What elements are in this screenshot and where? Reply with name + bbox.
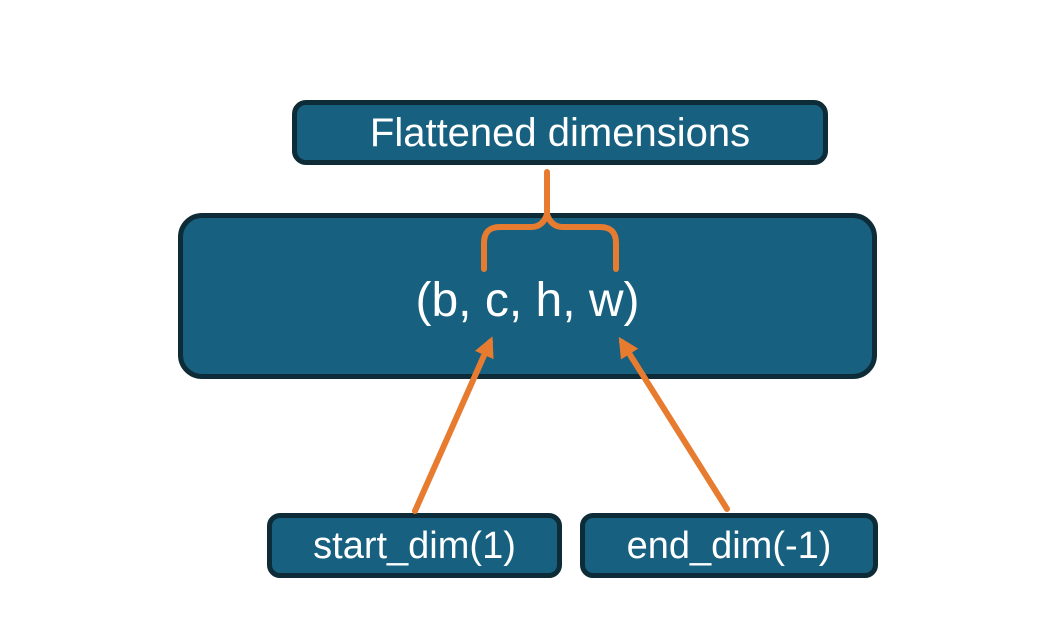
- start-dim-label: start_dim(1): [313, 524, 516, 567]
- end-dim-label: end_dim(-1): [626, 524, 832, 567]
- start-dim-box: start_dim(1): [267, 513, 562, 578]
- tensor-shape-box: (b, c, h, w): [178, 213, 877, 379]
- flattened-dimensions-box: Flattened dimensions: [292, 100, 828, 165]
- flattened-dimensions-label: Flattened dimensions: [369, 110, 751, 155]
- end-dim-box: end_dim(-1): [580, 513, 878, 578]
- tensor-shape-label: (b, c, h, w): [415, 274, 640, 327]
